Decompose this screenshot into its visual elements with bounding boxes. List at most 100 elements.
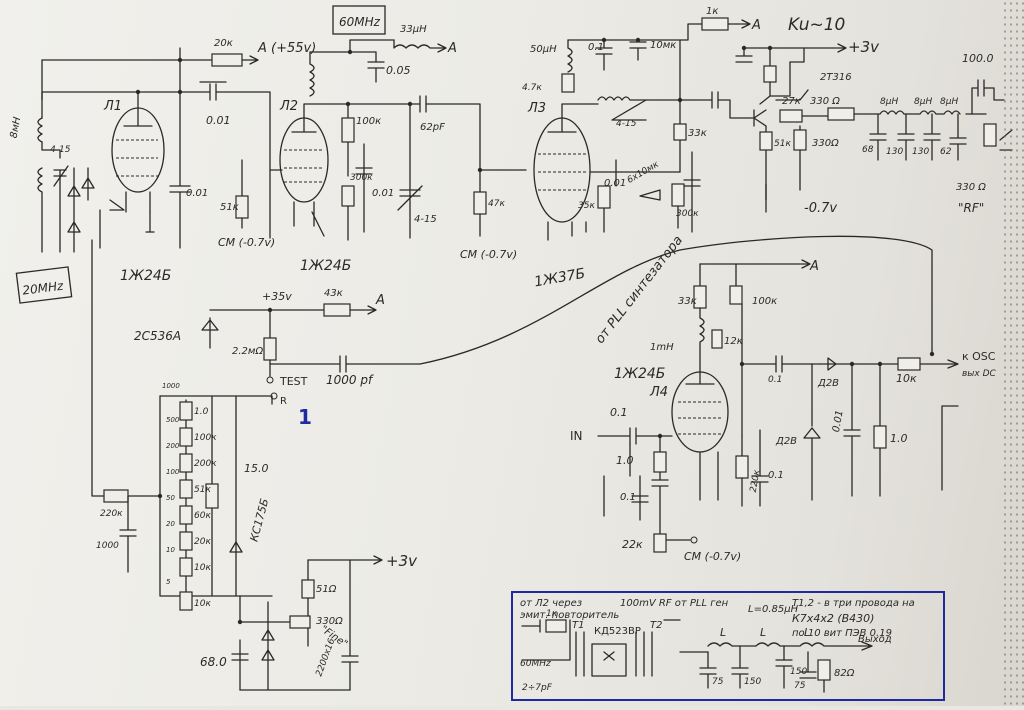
r27k-val: 27к — [782, 96, 801, 107]
d2b-val: Д2В — [817, 378, 839, 389]
c005-val: 0.05 — [386, 64, 411, 77]
ladder-v5: 50 — [166, 494, 175, 502]
a-top-label: A — [751, 18, 761, 33]
c01b-val: 0.1 — [610, 406, 628, 419]
l8a-val: 8μН — [880, 97, 898, 107]
r47-val: 47к — [488, 199, 505, 209]
a-bias-label: A — [375, 293, 385, 308]
inset-balanced-mixer — [511, 591, 945, 701]
inset-line2: эмит. повторитель — [520, 610, 619, 621]
inset-t1: T1 — [572, 620, 584, 631]
plus3v-top-label: +3v — [848, 38, 880, 56]
tube-l3-type: 1Ж37Б — [533, 266, 586, 291]
freq-box-60 — [332, 5, 386, 35]
r100k2-val: 100к — [752, 296, 777, 307]
c1000-val: 1000 — [96, 541, 119, 551]
ladder-v6: 20 — [166, 520, 175, 528]
r10k-val: 10к — [896, 372, 917, 385]
r35k-val: 35к — [578, 201, 595, 211]
stage-fine-adjust — [231, 555, 383, 691]
cm-label-2: CM (-0.7v) — [460, 248, 517, 261]
ladder-v3: 200 — [166, 442, 180, 450]
cm-label-1: CM (-0.7v) — [218, 236, 275, 249]
ladder-r3: 200к — [194, 459, 217, 469]
l8b-val: 8μН — [914, 97, 932, 107]
a-pll-label: A — [809, 259, 819, 274]
r330c-val: 330 Ω — [956, 182, 986, 193]
pll-note: от PLL синтезатора — [593, 233, 686, 347]
inset-r82: 82Ω — [834, 668, 855, 679]
ladder-v7: 10 — [166, 546, 175, 554]
c100-val: 100.0 — [962, 52, 994, 65]
test-label: TEST — [279, 375, 308, 388]
r22m-val: 2.2мΩ — [232, 346, 263, 357]
c01e-val: 0.1 — [620, 492, 636, 503]
osc-sub-label: вых DC — [962, 369, 997, 379]
ladder-r1: 1.0 — [194, 407, 209, 417]
inset-t2: T2 — [650, 620, 662, 631]
in-label: IN — [570, 429, 583, 443]
inset-r1k: 1к — [546, 609, 558, 619]
inset-line6: К7х4х2 (В430) — [792, 612, 874, 625]
r20k-val: 20к — [214, 38, 233, 49]
c415a-val: 4-15 — [414, 214, 437, 225]
inset-line5: T1,2 - в три провода на — [792, 598, 915, 609]
tube-l1-type: 1Ж24Б — [120, 268, 171, 284]
r1m-val: 1.0 — [890, 432, 908, 445]
inset-line4: L=0.85μН — [748, 604, 799, 615]
c68b-val: 68.0 — [200, 655, 227, 669]
osc-label: к OSC — [962, 350, 996, 363]
r51k-val: 51к — [220, 202, 239, 213]
inset-line1: от Л2 через — [520, 598, 582, 609]
stage-l3 — [473, 17, 751, 241]
r51b-val: 51Ω — [316, 584, 337, 595]
inset-c150a: 150 — [744, 677, 761, 687]
c1000pf-val: 1000 pf — [326, 373, 374, 387]
marker-1: 1 — [298, 405, 312, 429]
ladder-r6: 20к — [194, 537, 211, 547]
c10-val: 10мк — [650, 40, 676, 51]
r300k-val: 300к — [350, 173, 373, 183]
tube-l4-type: 1Ж24Б — [614, 366, 665, 382]
r51-val: 51к — [774, 139, 791, 149]
stage-l4 — [597, 259, 959, 553]
tube-l2-ref: Л2 — [279, 99, 298, 114]
r300k2-val: 300к — [676, 209, 699, 219]
r220k-val: 220к — [100, 509, 123, 519]
c001b-val: 0.01 — [186, 188, 208, 199]
c01a-val: 0.1 — [588, 42, 604, 53]
inset-l2: L — [760, 626, 766, 639]
inset-c75b: 75 — [794, 681, 806, 691]
inset-l3: L — [804, 626, 810, 639]
r43k-val: 43к — [324, 288, 343, 299]
c001d-val: 0.01 — [604, 178, 626, 189]
resistor-ladder — [91, 239, 243, 611]
inset-c150b: 150 — [790, 667, 807, 677]
transistor-label: 2Т316 — [820, 72, 852, 83]
inset-c75a: 75 — [712, 677, 724, 687]
c15-val: 15.0 — [244, 462, 269, 475]
minus07-label: -0.7v — [804, 201, 837, 216]
l8-val: 8мН — [9, 116, 24, 139]
c001c-val: 0.01 — [372, 188, 394, 199]
ladder-r7: 10к — [194, 563, 211, 573]
cm-label-3: CM (-0.7v) — [684, 550, 741, 563]
l33-val: 33μН — [400, 24, 427, 35]
ladder-r4: 51к — [194, 485, 211, 495]
r330a-val: 330 Ω — [810, 96, 840, 107]
plus55v-label: A (+55v) — [257, 41, 316, 56]
c130a-val: 130 — [886, 147, 903, 157]
freq-box-20 — [15, 266, 73, 304]
stage-output-amp — [679, 43, 1013, 213]
page-edge-texture — [1002, 0, 1024, 706]
c415c-val: 4-15 — [616, 119, 637, 129]
c62b-val: 62 — [940, 147, 952, 157]
r1k-top-val: 1к — [706, 6, 718, 17]
r330d-val: 330Ω — [316, 616, 343, 627]
c001a-val: 0.01 — [206, 114, 231, 127]
plus3v-bot-label: +3v — [386, 552, 418, 570]
junction-dots — [135, 37, 935, 625]
tube-l3-ref: Л3 — [527, 101, 546, 116]
a-l2-label: A — [447, 41, 457, 56]
